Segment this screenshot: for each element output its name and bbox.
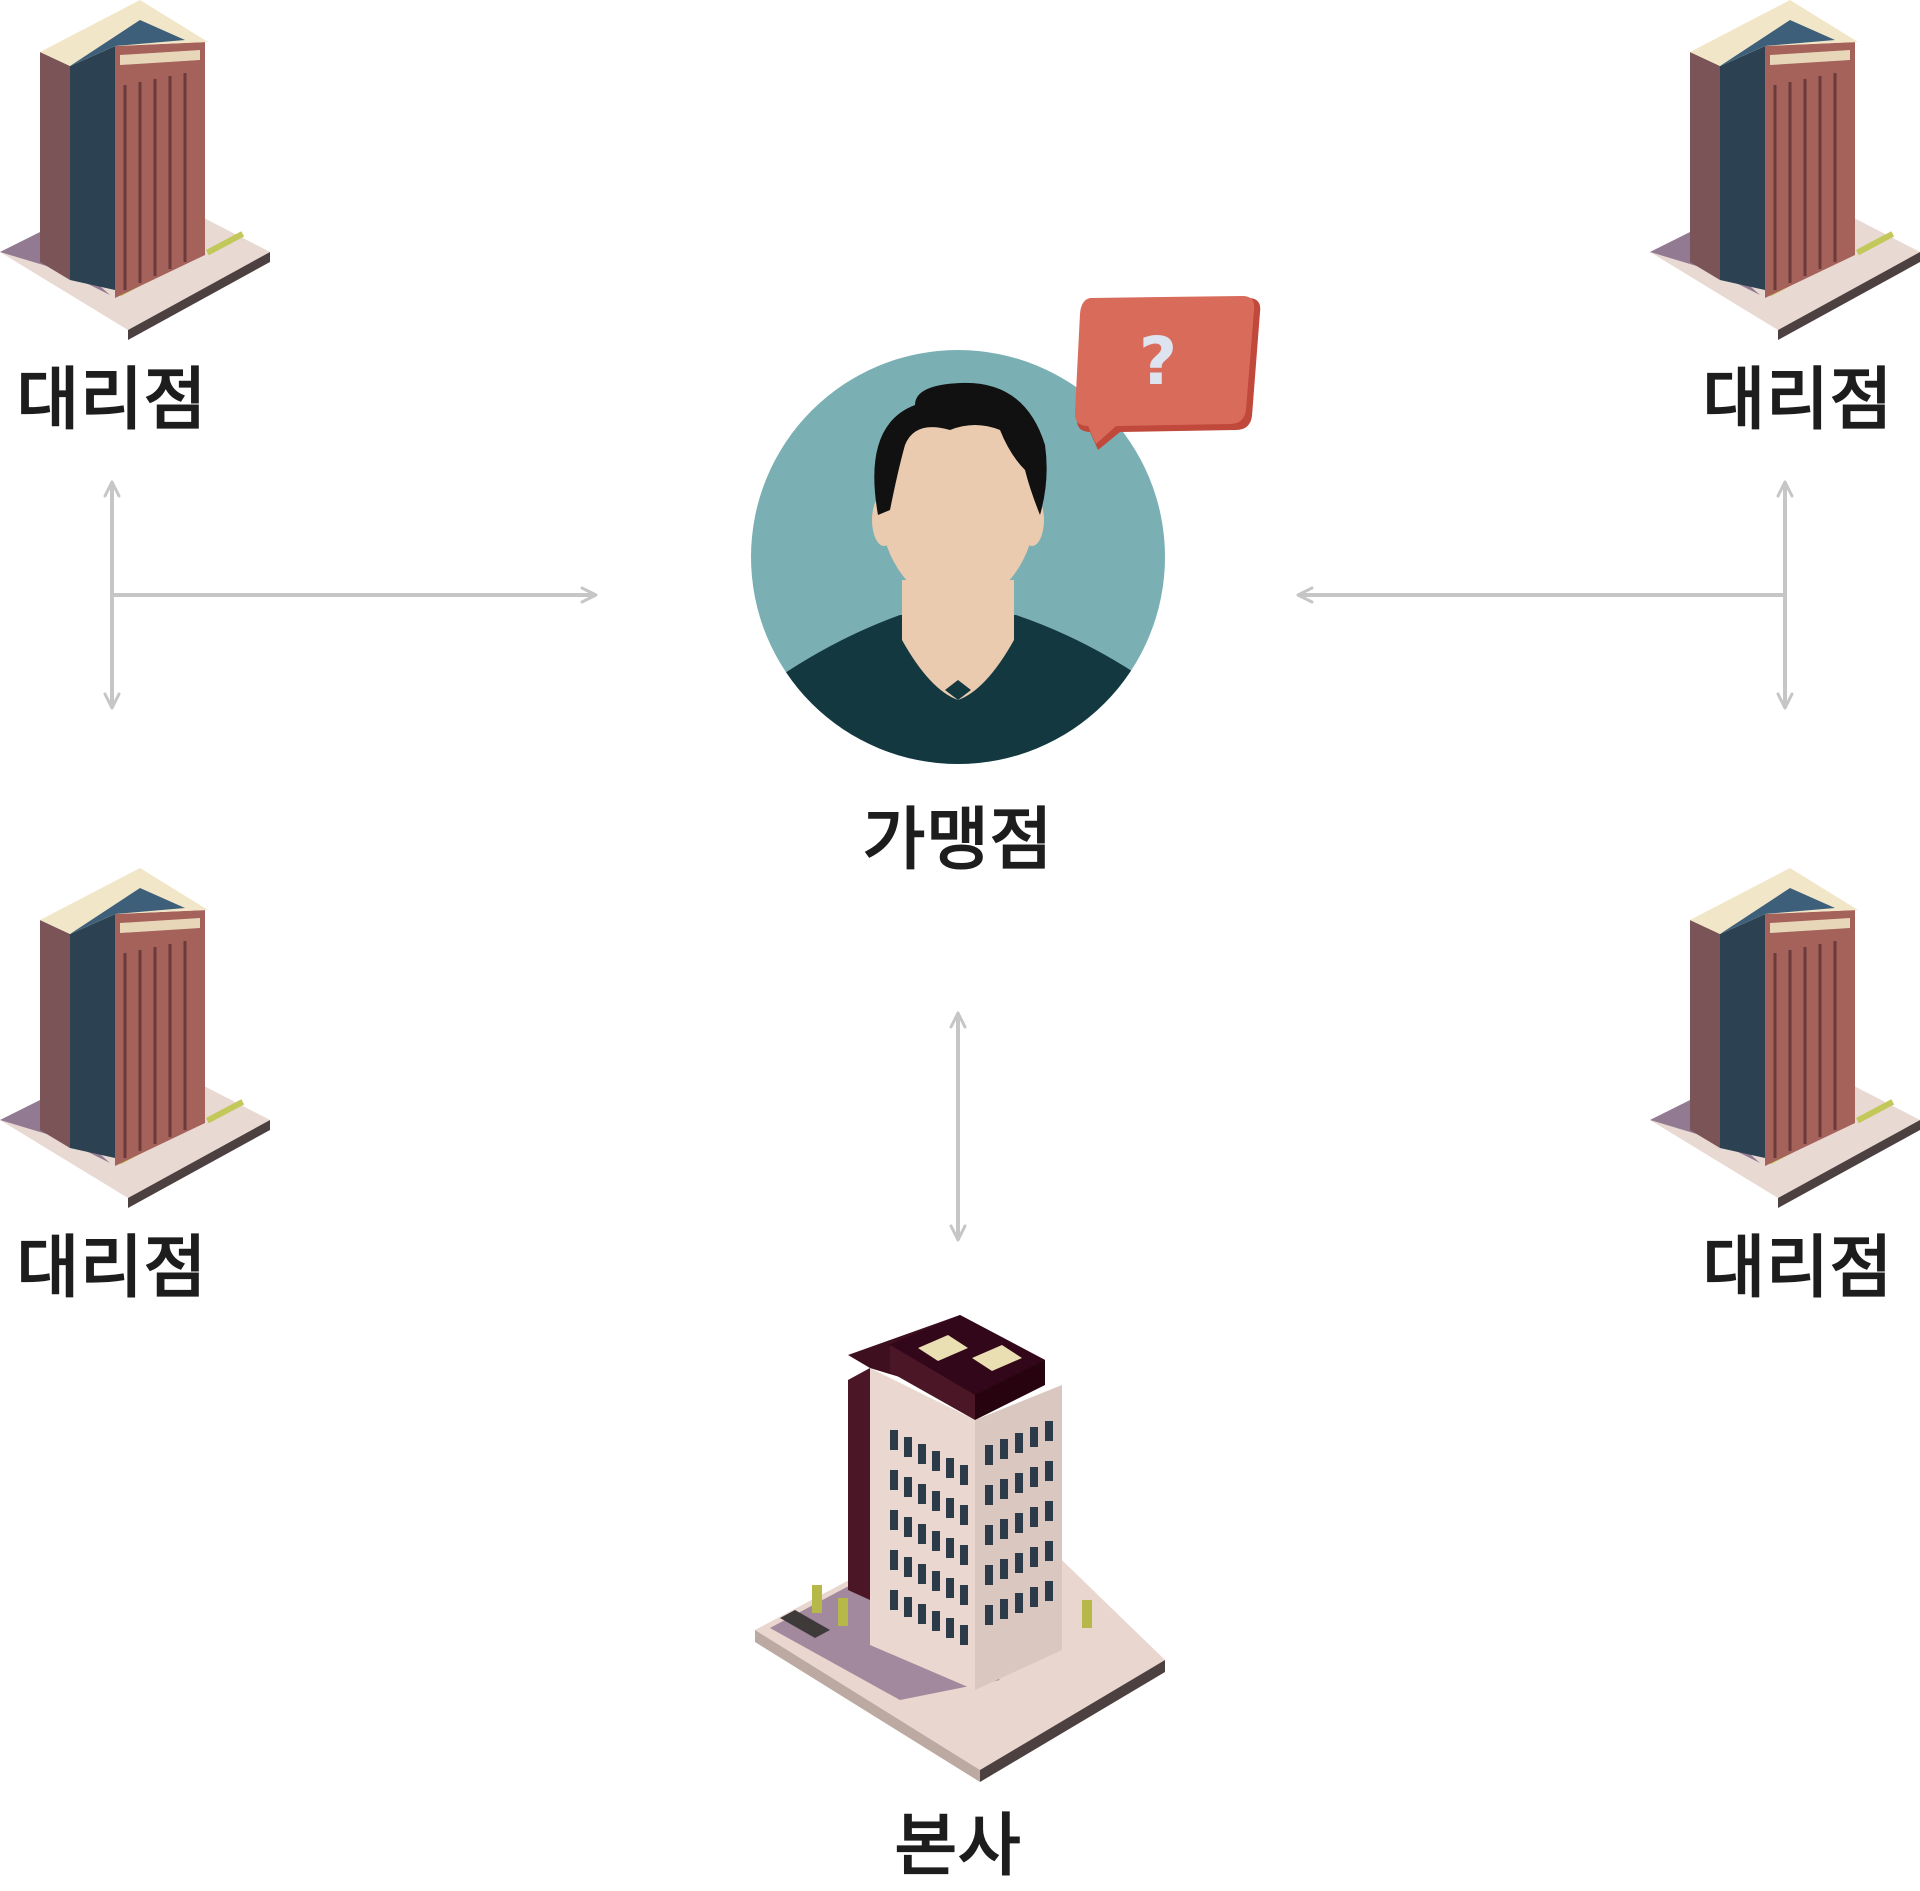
- connector-left: [103, 480, 598, 710]
- branch-label-top-left: 대리점: [16, 361, 208, 440]
- branch-building-bottom-left-icon: [0, 868, 270, 1208]
- branch-label-bottom-left: 대리점: [16, 1229, 208, 1308]
- branch-label-bottom-right: 대리점: [1702, 1229, 1894, 1308]
- headquarters-building-icon: [755, 1315, 1165, 1782]
- branch-building-top-left-icon: [0, 0, 270, 340]
- branch-building-bottom-right-icon: [1650, 868, 1920, 1208]
- connector-right: [1296, 480, 1794, 710]
- question-speech-bubble-icon: ?: [1074, 296, 1261, 450]
- branch-building-top-right-icon: [1650, 0, 1920, 340]
- franchise-label: 가맹점: [862, 801, 1054, 880]
- branch-label-top-right: 대리점: [1702, 361, 1894, 440]
- headquarters-label: 본사: [894, 1807, 1022, 1886]
- svg-text:?: ?: [1139, 323, 1177, 400]
- franchise-owner-avatar-icon: [751, 350, 1165, 764]
